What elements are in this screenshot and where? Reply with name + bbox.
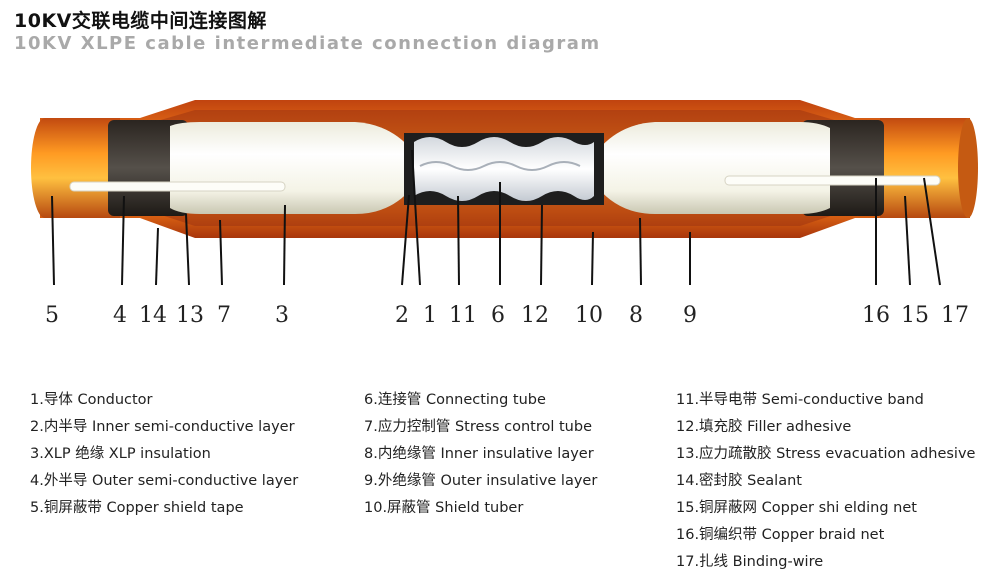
callout-5: 5 xyxy=(45,303,59,328)
callout-13: 13 xyxy=(176,303,204,328)
legend-item: 6.连接管 Connecting tube xyxy=(364,392,546,408)
callout-2: 2 xyxy=(395,303,409,328)
callout-14: 14 xyxy=(139,303,167,328)
title-chinese: 10KV交联电缆中间连接图解 xyxy=(14,10,267,32)
callout-15: 15 xyxy=(901,303,929,328)
legend-item: 8.内绝缘管 Inner insulative layer xyxy=(364,446,594,462)
legend-item: 12.填充胶 Filler adhesive xyxy=(676,419,852,435)
legend-item: 7.应力控制管 Stress control tube xyxy=(364,419,592,435)
legend-item: 2.内半导 Inner semi-conductive layer xyxy=(30,419,295,435)
callout-8: 8 xyxy=(629,303,643,328)
left-end-band xyxy=(45,118,120,218)
callout-3: 3 xyxy=(275,303,289,328)
callout-12: 12 xyxy=(521,303,549,328)
leader-lines xyxy=(51,149,941,286)
right-xlpe-insulation xyxy=(598,122,830,214)
legend-item: 10.屏蔽管 Shield tuber xyxy=(364,500,524,516)
callout-10: 10 xyxy=(575,303,603,328)
callout-7: 7 xyxy=(217,303,231,328)
right-conductor xyxy=(724,175,941,186)
legend-item: 14.密封胶 Sealant xyxy=(676,473,802,489)
legend-item: 3.XLP 绝缘 XLP insulation xyxy=(30,446,211,462)
legend-item: 4.外半导 Outer semi-conductive layer xyxy=(30,473,299,489)
legend-item: 17.扎线 Binding-wire xyxy=(676,554,824,570)
legend-item: 1.导体 Conductor xyxy=(30,392,153,408)
legend-item: 9.外绝缘管 Outer insulative layer xyxy=(364,473,598,489)
callout-17: 17 xyxy=(941,303,969,328)
stress-control-wave xyxy=(414,137,594,201)
legend-column-2: 6.连接管 Connecting tube 7.应力控制管 Stress con… xyxy=(364,389,597,524)
title-english: 10KV XLPE cable intermediate connection … xyxy=(14,33,601,54)
callout-11: 11 xyxy=(449,303,477,328)
right-end-cap xyxy=(958,118,978,218)
legend-item: 13.应力疏散胶 Stress evacuation adhesive xyxy=(676,446,976,462)
callout-numbers: 5 4 14 13 7 3 2 1 11 6 12 10 8 9 16 15 1… xyxy=(45,303,969,328)
callout-1: 1 xyxy=(423,303,437,328)
legend-item: 15.铜屏蔽网 Copper shi elding net xyxy=(676,500,917,516)
legend-item: 16.铜编织带 Copper braid net xyxy=(676,527,885,543)
legend-item: 11.半导电带 Semi-conductive band xyxy=(676,392,924,408)
left-conductor xyxy=(69,181,286,192)
callout-4: 4 xyxy=(113,303,127,328)
legend-column-1: 1.导体 Conductor 2.内半导 Inner semi-conducti… xyxy=(30,389,298,524)
left-semiconductive-band xyxy=(108,120,188,216)
callout-9: 9 xyxy=(683,303,697,328)
legend-column-3: 11.半导电带 Semi-conductive band 12.填充胶 Fill… xyxy=(676,389,975,578)
cable-joint-diagram: 5 4 14 13 7 3 2 1 11 6 12 10 8 9 16 15 1… xyxy=(31,100,978,328)
callout-16: 16 xyxy=(862,303,890,328)
legend-item: 5.铜屏蔽带 Copper shield tape xyxy=(30,500,244,516)
callout-6: 6 xyxy=(491,303,505,328)
left-xlpe-insulation xyxy=(170,122,412,214)
right-end-band xyxy=(880,118,970,218)
